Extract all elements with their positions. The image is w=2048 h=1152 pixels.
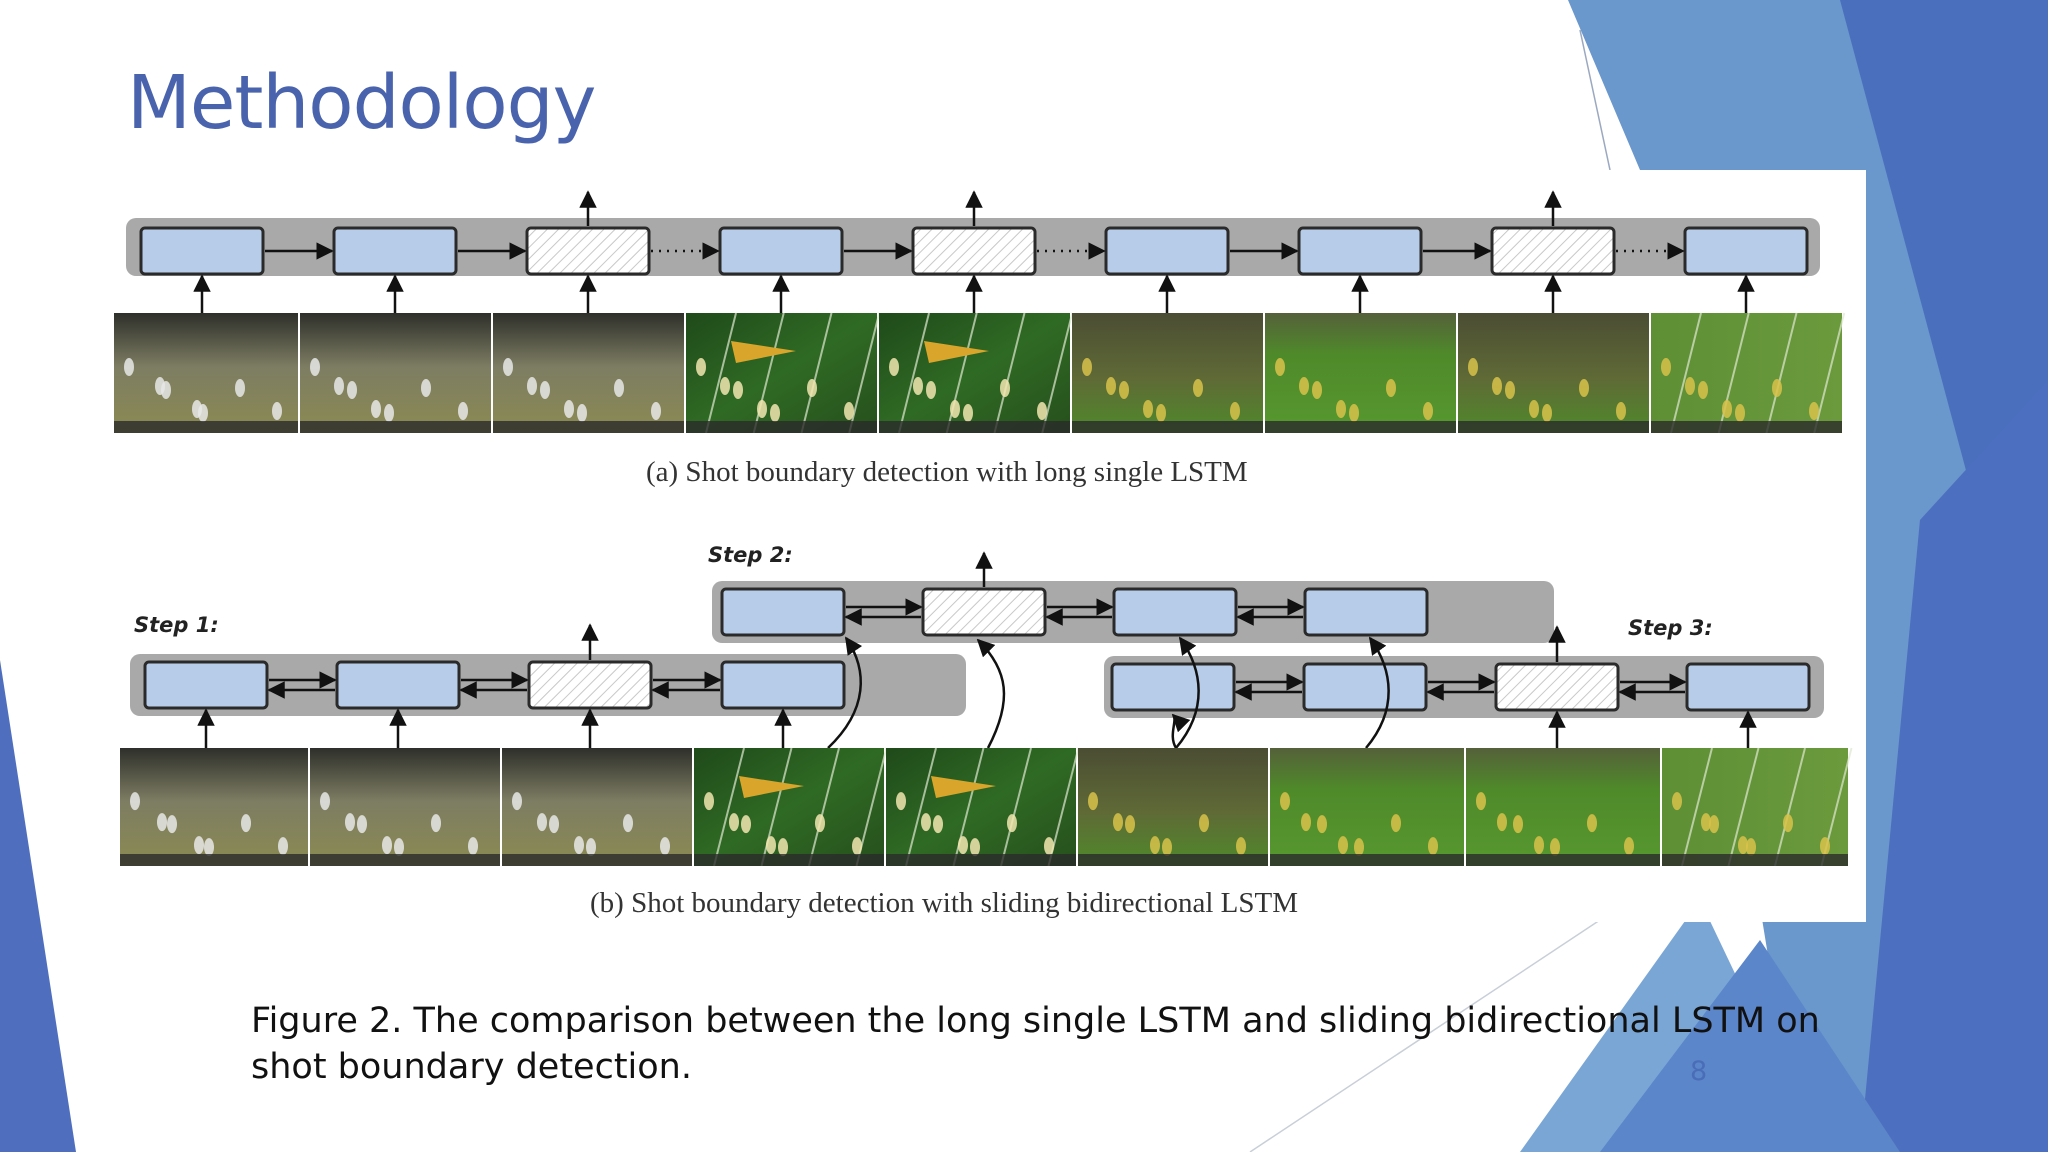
frame-a xyxy=(300,313,491,433)
lstm-b-step2-cell xyxy=(720,587,846,637)
lstm-b-step3-cell xyxy=(1685,662,1811,712)
frame-a xyxy=(686,312,881,434)
step2-label: Step 2: xyxy=(708,543,793,567)
lstm-a-cell xyxy=(139,226,265,276)
lstm-a-cell xyxy=(1490,226,1616,276)
lstm-a-cell xyxy=(1683,226,1809,276)
frame-b xyxy=(120,748,308,866)
lstm-b-step2-cell xyxy=(921,587,1047,637)
frame-b xyxy=(694,747,888,867)
lstm-b-curved-input xyxy=(1175,636,1200,749)
page-number: 8 xyxy=(1690,1056,1708,1087)
lstm-b-step1-cell xyxy=(720,660,846,710)
lstm-comparison-figure: (a) Shot boundary detection with long si… xyxy=(114,190,1853,919)
frame-a xyxy=(1458,313,1649,433)
subfigure-a xyxy=(114,190,1846,434)
lstm-a-cell xyxy=(1104,226,1230,276)
subfigure-b xyxy=(120,551,1853,867)
lstm-b-curved-input xyxy=(1365,636,1390,749)
lstm-a-cell xyxy=(332,226,458,276)
lstm-b-curved-input xyxy=(1171,713,1191,749)
frame-a xyxy=(1072,313,1263,433)
lstm-b-step2-cell xyxy=(1112,587,1238,637)
frame-b xyxy=(1466,748,1660,866)
bg-shape-bottom-right-2 xyxy=(1600,940,1900,1152)
lstm-b-step1-cell xyxy=(143,660,269,710)
lstm-b-step3-cell xyxy=(1494,662,1620,712)
figure-caption-line-2: shot boundary detection. xyxy=(251,1047,692,1087)
figure-caption: Figure 2. The comparison between the lon… xyxy=(251,998,1851,1090)
frame-b xyxy=(886,747,1080,867)
lstm-b-curved-input xyxy=(827,636,863,749)
frame-a xyxy=(493,313,684,433)
subfigure-a-caption: (a) Shot boundary detection with long si… xyxy=(646,456,1248,488)
figure-caption-line-1: Figure 2. The comparison between the lon… xyxy=(251,1001,1820,1041)
lstm-b-curved-input xyxy=(976,638,1006,749)
lstm-a-cell xyxy=(911,226,1037,276)
lstm-b-step1-cell xyxy=(527,660,653,710)
bg-thin-line xyxy=(1579,29,1611,171)
figure-panel: (a) Shot boundary detection with long si… xyxy=(108,170,1866,922)
frame-b xyxy=(1662,747,1853,867)
subfigure-b-caption: (b) Shot boundary detection with sliding… xyxy=(590,887,1298,919)
step1-label: Step 1: xyxy=(134,613,219,637)
frame-b xyxy=(1078,748,1268,866)
frame-a xyxy=(114,313,298,433)
bg-thin-line-2 xyxy=(1249,919,1601,1152)
frame-a xyxy=(879,312,1074,434)
lstm-a-cell xyxy=(525,226,651,276)
frame-a xyxy=(1265,313,1456,433)
slide-title: Methodology xyxy=(127,60,596,146)
frame-a xyxy=(1651,312,1846,434)
lstm-a-cell xyxy=(718,226,844,276)
lstm-b-step2-cell xyxy=(1303,587,1429,637)
step3-label: Step 3: xyxy=(1628,616,1713,640)
lstm-a-cell xyxy=(1297,226,1423,276)
frame-b xyxy=(502,748,692,866)
lstm-b-step3-cell xyxy=(1110,662,1236,712)
frame-b xyxy=(1270,748,1464,866)
lstm-b-step3-cell xyxy=(1302,662,1428,712)
lstm-b-step1-cell xyxy=(335,660,461,710)
bg-shape-left xyxy=(0,660,76,1152)
lstm-b-step3-backbone xyxy=(1104,656,1824,718)
bg-shape-right-stripe xyxy=(1860,380,2048,1152)
frame-b xyxy=(310,748,500,866)
